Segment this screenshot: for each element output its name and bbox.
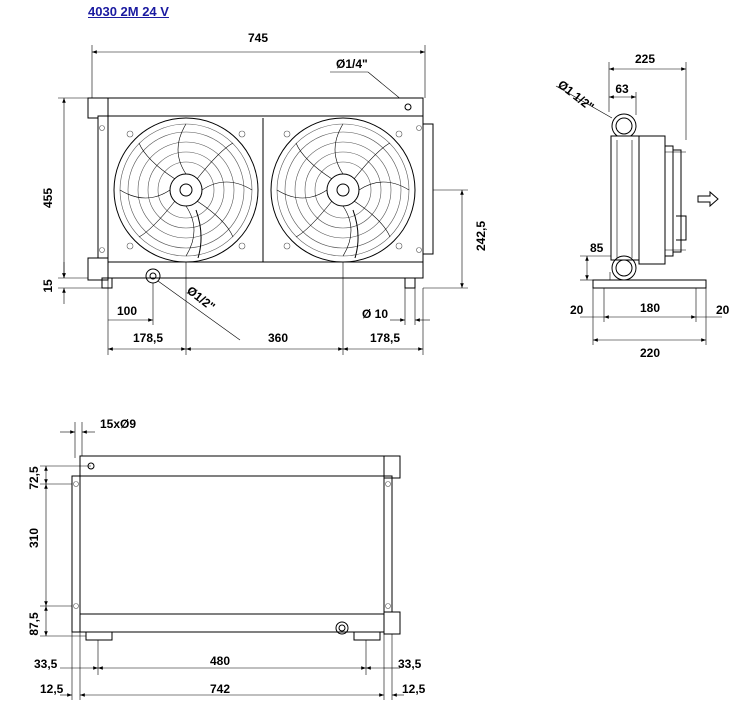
dim-pitch-mid: 360 xyxy=(268,331,288,345)
dim-foot: 15 xyxy=(41,279,55,293)
dim-base-total: 220 xyxy=(640,346,660,360)
dim-outlet: Ø1/2" xyxy=(184,283,218,314)
dim-inner-span: 480 xyxy=(210,654,230,668)
dim-height: 455 xyxy=(41,188,55,208)
dim-hole: Ø 10 xyxy=(362,307,388,321)
dim-bottom-offset: 87,5 xyxy=(27,612,41,636)
dim-port-offset: 63 xyxy=(615,82,629,96)
dim-pitch-left: 178,5 xyxy=(133,331,163,345)
dim-mid-height: 310 xyxy=(27,528,41,548)
dim-offset: 100 xyxy=(117,304,137,318)
drawing-title: 4030 2M 24 V xyxy=(88,4,169,19)
dim-inner-right: 33,5 xyxy=(398,657,422,671)
dim-port: Ø1 1/2" xyxy=(555,77,596,114)
front-view: 745 Ø1/4" xyxy=(41,31,488,355)
dim-outer-left: 12,5 xyxy=(40,682,64,696)
dim-base-mid: 180 xyxy=(640,301,660,315)
dim-pitch-right: 178,5 xyxy=(370,331,400,345)
dim-low-height: 85 xyxy=(590,241,604,255)
dim-margin-left: 20 xyxy=(570,303,584,317)
dim-margin-right: 20 xyxy=(716,303,730,317)
dim-outer-right: 12,5 xyxy=(402,682,426,696)
dim-centre-height: 242,5 xyxy=(474,221,488,251)
dim-outer-span: 742 xyxy=(210,682,230,696)
dim-depth: 225 xyxy=(635,52,655,66)
top-view: 15xØ9 72,5 310 87,5 xyxy=(27,417,426,700)
fan-right xyxy=(270,117,416,263)
dim-width: 745 xyxy=(248,31,268,45)
dim-top-offset: 72,5 xyxy=(27,466,41,490)
dim-inner-left: 33,5 xyxy=(34,657,58,671)
dim-tap-small: Ø1/4" xyxy=(336,57,368,71)
dim-holes: 15xØ9 xyxy=(100,417,136,431)
side-view: 225 63 Ø1 1/2" 85 xyxy=(555,52,730,360)
